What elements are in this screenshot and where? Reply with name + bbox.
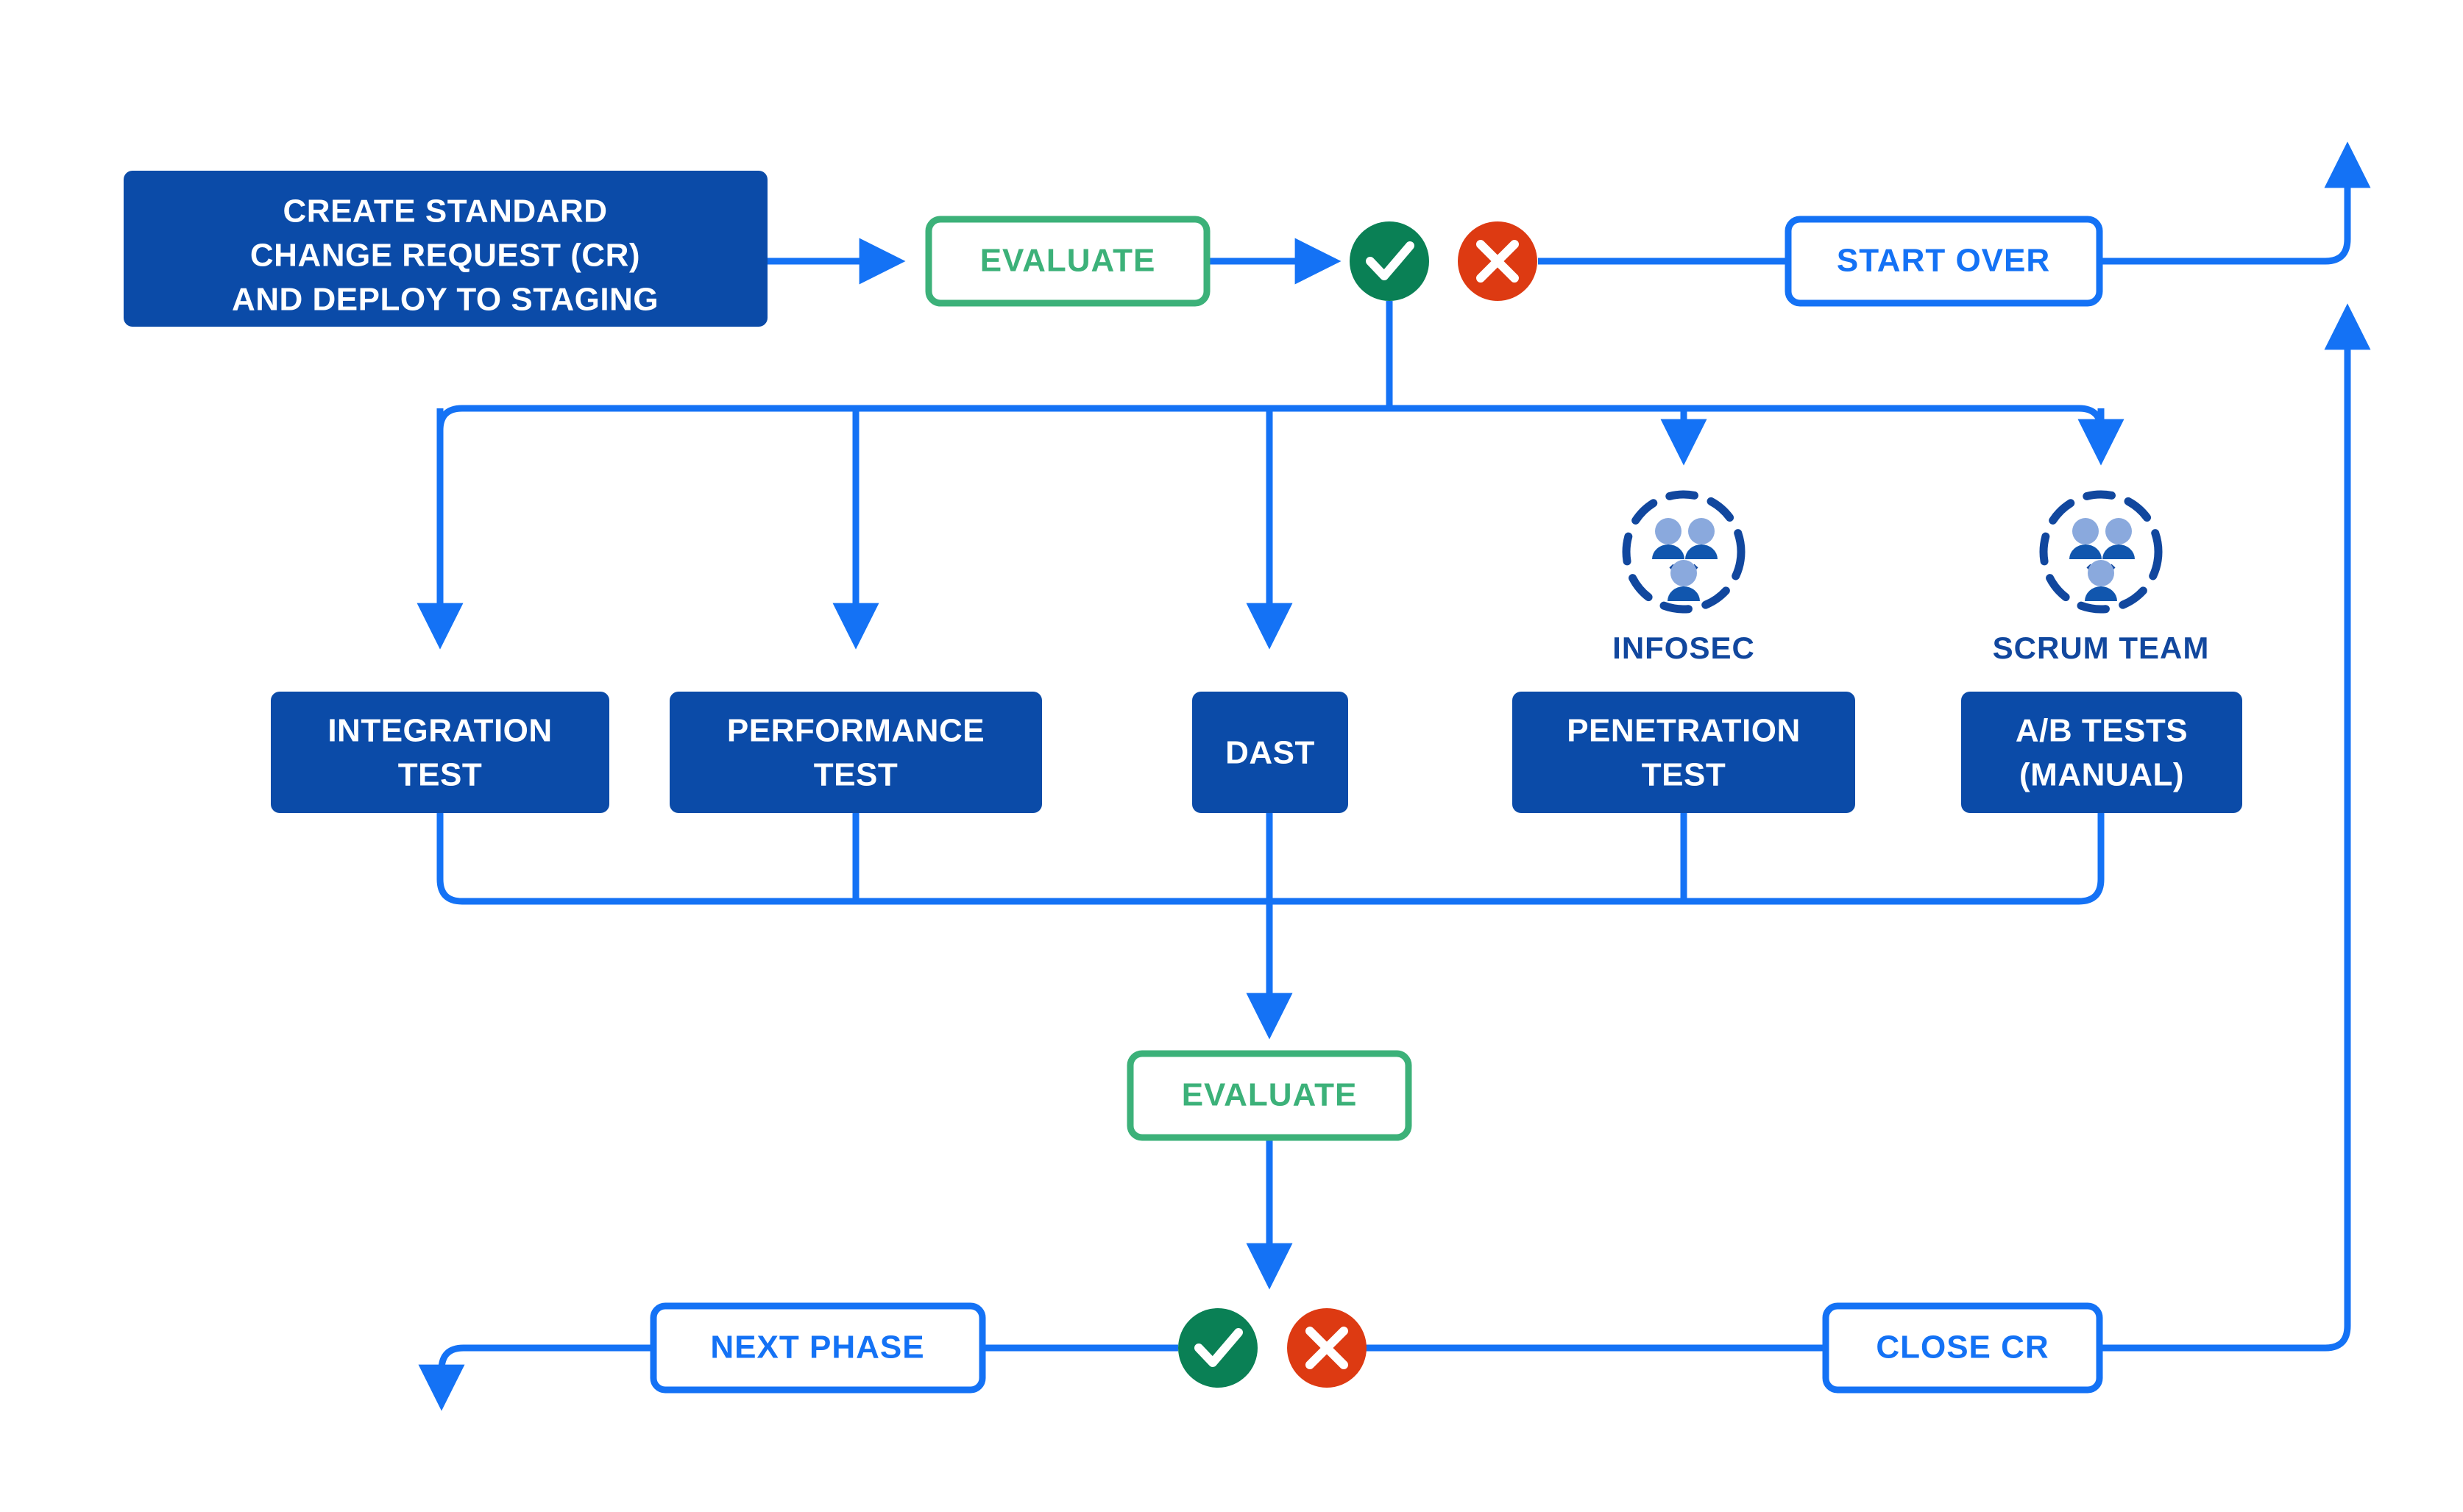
edge-startover-return	[2099, 141, 2371, 265]
evaluate-bottom-label: EVALUATE	[1182, 1077, 1358, 1113]
dast-label: DAST	[1225, 735, 1315, 771]
integration-test-line-1: INTEGRATION	[327, 713, 552, 749]
start-node-line-3: AND DEPLOY TO STAGING	[232, 282, 659, 318]
check-icon	[1194, 1328, 1243, 1367]
gate-failure-top[interactable]	[1458, 221, 1537, 301]
performance-test-line-1: PERFORMANCE	[727, 713, 985, 749]
node-create-change-request[interactable]: CREATE STANDARD CHANGE REQUEST (CR) AND …	[124, 171, 768, 327]
penetration-test-line-2: TEST	[1642, 757, 1726, 793]
start-node-line-2: CHANGE REQUEST (CR)	[250, 238, 640, 274]
penetration-test-line-1: PENETRATION	[1567, 713, 1801, 749]
start-node-line-1: CREATE STANDARD	[283, 194, 608, 230]
node-evaluate-bottom[interactable]: EVALUATE	[1127, 1050, 1412, 1141]
close-cr-label: CLOSE CR	[1876, 1330, 2049, 1366]
node-next-phase[interactable]: NEXT PHASE	[650, 1302, 986, 1394]
team-group-icon	[2069, 518, 2135, 601]
check-icon	[1366, 241, 1414, 280]
x-icon	[1305, 1327, 1348, 1369]
actor-infosec-label: INFOSEC	[1612, 631, 1755, 665]
gate-success-bottom[interactable]	[1178, 1308, 1258, 1388]
evaluate-top-label: EVALUATE	[980, 243, 1156, 279]
node-close-cr[interactable]: CLOSE CR	[1822, 1302, 2103, 1394]
actor-scrum-team[interactable]: SCRUM TEAM	[1993, 490, 2210, 665]
gate-failure-bottom[interactable]	[1287, 1308, 1367, 1388]
node-integration-test[interactable]: INTEGRATION TEST	[271, 692, 609, 813]
dashed-ring	[2039, 490, 2163, 614]
node-penetration-test[interactable]: PENETRATION TEST	[1512, 692, 1855, 813]
node-performance-test[interactable]: PERFORMANCE TEST	[670, 692, 1042, 813]
edge-nextphase-exit	[418, 1344, 653, 1411]
node-start-over[interactable]: START OVER	[1785, 216, 2103, 307]
connector-group	[417, 141, 2371, 1411]
node-ab-tests[interactable]: A/B TESTS (MANUAL)	[1961, 692, 2242, 813]
actor-infosec[interactable]: INFOSEC	[1612, 490, 1755, 665]
performance-test-line-2: TEST	[814, 757, 898, 793]
actor-scrum-label: SCRUM TEAM	[1993, 631, 2210, 665]
x-icon	[1476, 240, 1519, 283]
integration-test-line-2: TEST	[398, 757, 482, 793]
team-group-icon	[1652, 518, 1718, 601]
start-over-label: START OVER	[1837, 243, 2050, 279]
node-evaluate-top[interactable]: EVALUATE	[925, 216, 1211, 307]
dashed-ring	[1622, 490, 1746, 614]
ab-tests-line-2: (MANUAL)	[2019, 757, 2184, 793]
node-dast[interactable]: DAST	[1192, 692, 1348, 813]
ab-tests-line-1: A/B TESTS	[2016, 713, 2188, 749]
next-phase-label: NEXT PHASE	[710, 1330, 924, 1366]
edge-closecr-return	[2099, 303, 2371, 1352]
gate-success-top[interactable]	[1350, 221, 1429, 301]
